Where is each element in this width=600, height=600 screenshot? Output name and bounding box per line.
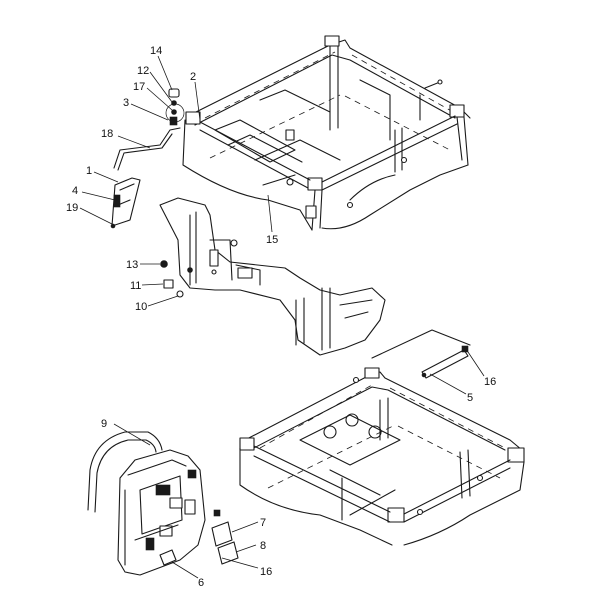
corner-post-top-right <box>449 104 465 118</box>
trim-part-9 <box>87 431 163 511</box>
callout-2: 2 <box>190 71 196 83</box>
callout-19: 19 <box>66 202 78 214</box>
callout-9: 9 <box>101 418 107 430</box>
knob-part-6 <box>159 549 177 566</box>
corner-post-lower-front <box>387 507 405 523</box>
callout-16-upper: 16 <box>484 376 496 388</box>
spacer-part-11 <box>163 279 174 289</box>
bolt-part-10 <box>176 290 184 298</box>
steering-column-parts <box>110 88 185 229</box>
callout-7: 7 <box>260 517 266 529</box>
washer-part-12 <box>171 100 177 106</box>
callout-10: 10 <box>135 301 147 313</box>
control-panel-housing <box>87 431 239 576</box>
callout-6: 6 <box>198 577 204 589</box>
corner-post-top-left <box>185 111 201 125</box>
callout-5: 5 <box>467 392 473 404</box>
nut-part-17 <box>171 109 177 115</box>
callout-18: 18 <box>101 128 113 140</box>
corner-post-lower-back <box>364 367 380 379</box>
middle-side-panel <box>159 197 386 356</box>
fastener-part-16-upper <box>461 345 469 353</box>
cap-part-14 <box>168 88 180 98</box>
callout-1: 1 <box>86 165 92 177</box>
upper-frame-assembly <box>182 35 471 231</box>
leader-lines <box>79 55 485 579</box>
callout-15: 15 <box>266 234 278 246</box>
strap-bracket-part-5 <box>371 329 471 379</box>
switch-part-7 <box>211 521 233 547</box>
callout-8: 8 <box>260 540 266 552</box>
callout-13: 13 <box>126 259 138 271</box>
callout-4: 4 <box>72 185 78 197</box>
corner-post-lower-left <box>239 437 255 451</box>
bushing-part-3 <box>169 116 178 126</box>
corner-post-top-back <box>324 35 340 47</box>
callout-11: 11 <box>130 280 141 292</box>
lower-frame-assembly <box>239 367 525 546</box>
nut-part-13 <box>160 260 168 268</box>
callout-14: 14 <box>150 45 162 57</box>
callout-labels: 14 12 17 3 2 18 1 4 19 15 13 11 10 16 5 … <box>66 45 496 589</box>
callout-12: 12 <box>137 65 149 77</box>
callout-16-lower: 16 <box>260 566 272 578</box>
callout-3: 3 <box>123 97 129 109</box>
block-part-8 <box>217 541 239 565</box>
corner-post-lower-right <box>507 447 525 463</box>
rod-part-18 <box>113 127 181 169</box>
callout-17: 17 <box>133 81 145 93</box>
